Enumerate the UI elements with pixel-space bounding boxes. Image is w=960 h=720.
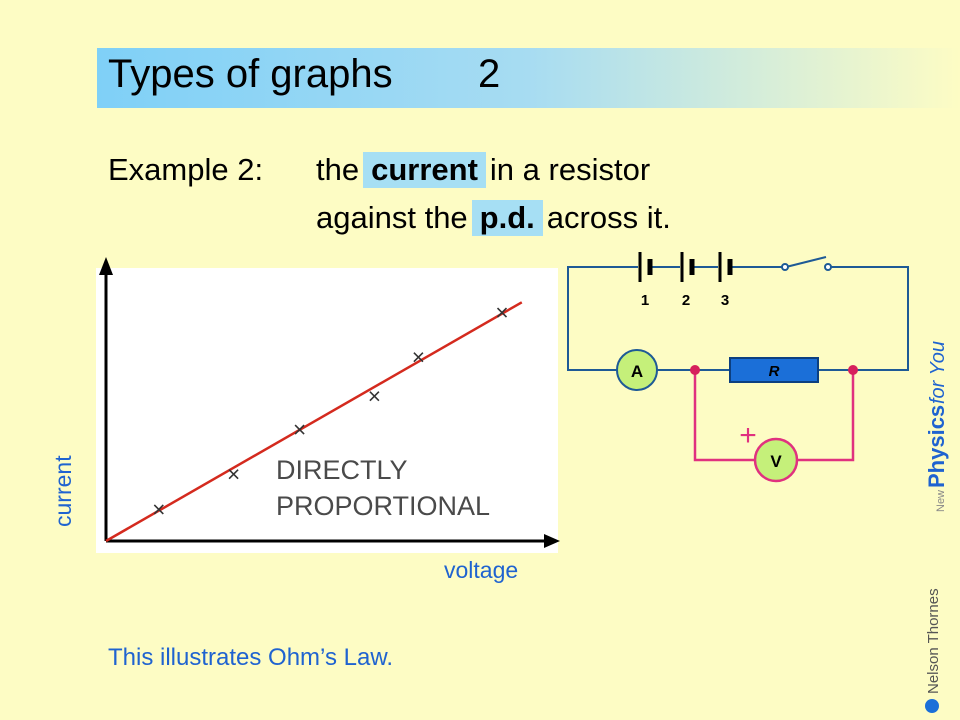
slide-title: Types of graphs [108, 52, 393, 96]
annotation-proportional: PROPORTIONAL [276, 491, 490, 521]
junction-left [690, 365, 700, 375]
data-point-4 [369, 391, 380, 402]
cell-label-3: 3 [721, 292, 729, 309]
publisher-name: Nelson Thornes [925, 588, 942, 694]
graph-panel [96, 268, 558, 553]
voltmeter-label: V [770, 452, 782, 471]
y-axis-arrow [99, 257, 113, 275]
book-title-physics: Physics [924, 405, 949, 488]
data-point-6 [496, 307, 508, 318]
publisher-logo: Nelson Thornes [925, 588, 942, 713]
voltmeter [753, 437, 799, 483]
junction-right [848, 365, 858, 375]
x-axis-arrow [544, 534, 560, 548]
resistor [729, 357, 819, 383]
book-title-for-you: for You [927, 341, 949, 404]
data-point-2 [228, 469, 239, 480]
data-point-3 [294, 424, 305, 435]
line2-pre: against the [316, 200, 468, 235]
ammeter [616, 349, 658, 391]
voltmeter-wire-right [797, 370, 855, 462]
line1-post: in a resistor [489, 152, 651, 187]
battery-cells [638, 252, 733, 282]
cell-label-2: 2 [682, 292, 690, 309]
cell-label-1: 1 [641, 292, 649, 309]
circuit-wire-left [567, 266, 638, 371]
book-logo: New Physics for You [924, 341, 949, 512]
annotation-directly: DIRECTLY [276, 455, 408, 485]
switch-lever [785, 256, 827, 268]
data-point-5 [413, 352, 424, 363]
book-new: New [935, 490, 947, 512]
example-label: Example 2: [108, 152, 264, 187]
x-axis-label: voltage [444, 557, 519, 583]
voltmeter-branch [693, 370, 855, 462]
fit-line [105, 301, 523, 543]
highlight-pd: p.d. [471, 200, 543, 236]
slide-title-number: 2 [478, 52, 501, 96]
plus-sign: + [739, 419, 757, 452]
y-axis-label: current [50, 455, 76, 527]
line1-pre: the [316, 152, 360, 187]
resistor-label: R [769, 363, 780, 380]
chart [99, 257, 560, 548]
circuit-diagram [567, 256, 909, 371]
highlight-current: current [363, 152, 486, 188]
data-point-1 [153, 504, 164, 515]
title-bar [97, 48, 960, 108]
ammeter-label: A [631, 362, 643, 381]
footer-text: This illustrates Ohm’s Law. [108, 644, 393, 671]
voltmeter-wire-left [693, 370, 755, 462]
circuit-wire-right [831, 266, 909, 371]
line2-post: across it. [546, 200, 671, 235]
switch-contact-a [781, 263, 789, 271]
publisher-icon [925, 699, 939, 713]
switch-contact-b [824, 263, 832, 271]
